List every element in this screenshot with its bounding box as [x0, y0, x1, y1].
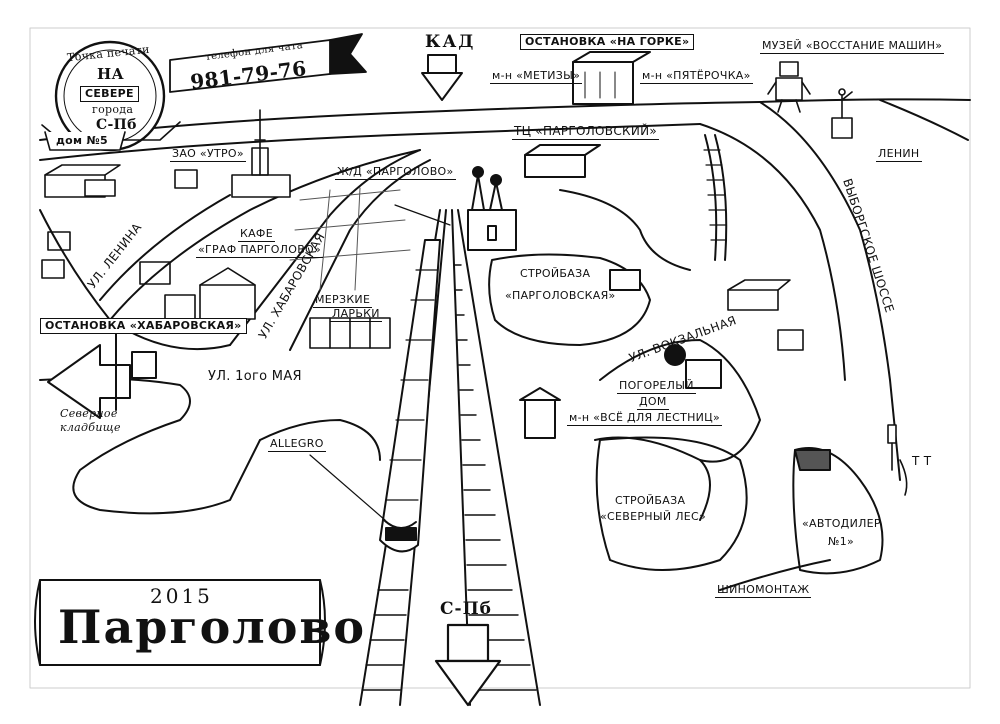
- label-metizy: м-н «МЕТИЗЫ»: [490, 69, 583, 85]
- label-stop-khabarovskaya: ОСТАНОВКА «ХАБАРОВСКАЯ»: [40, 318, 247, 335]
- church-left: [231, 109, 291, 198]
- label-tt: Т Т: [912, 454, 932, 468]
- label-station: Ж/Д «ПАРГОЛОВО»: [335, 165, 456, 181]
- houses-left: [41, 164, 198, 279]
- label-merzkie-line1: МЕРЗКИЕ: [313, 293, 373, 309]
- label-severnoe-line2: кладбище: [60, 421, 121, 434]
- cemetery-arrow: [47, 329, 157, 419]
- label-avtodiler-line1: «АВТОДИЛЕР: [802, 517, 881, 530]
- cafe-buildings: [139, 261, 256, 320]
- road-top: [39, 98, 971, 141]
- label-zao-utro: ЗАО «УТРО»: [170, 147, 246, 163]
- spb-arrow: [434, 623, 502, 707]
- railway-main-right: [451, 209, 471, 706]
- road-vyborgskoe: [759, 101, 901, 481]
- label-ul-1-maya: УЛ. 1ого МАЯ: [208, 369, 302, 384]
- label-severnoe-line1: Северное: [60, 407, 118, 420]
- label-stroybaza-sev-line2: «СЕВЕРНЫЙ ЛЕС»: [600, 510, 707, 523]
- print-shop-line4: города: [92, 103, 134, 116]
- kad-label: КАД: [425, 32, 476, 52]
- print-shop-line2: НА: [97, 65, 124, 83]
- label-lenin: ЛЕНИН: [876, 147, 922, 163]
- print-shop-line3: СЕВЕРЕ: [80, 86, 139, 103]
- label-stroybaza-parg-line1: СТРОЙБАЗА: [520, 267, 591, 280]
- kad-arrow: [421, 54, 463, 101]
- label-stop-gorka: ОСТАНОВКА «НА ГОРКЕ»: [520, 34, 695, 51]
- map-title: Парголово: [58, 600, 367, 654]
- label-stroybaza-sev-line1: СТРОЙБАЗА: [615, 494, 686, 507]
- pogorely-dom: [685, 359, 722, 389]
- road-vokzalnaya: [599, 339, 761, 463]
- church: [467, 209, 517, 251]
- spb-label: С-Пб: [440, 599, 492, 619]
- label-stroybaza-parg-line2: «ПАРГОЛОВСКАЯ»: [505, 289, 616, 302]
- label-merzkie-line2: ЛАРЬКИ: [330, 307, 382, 323]
- phone-banner: [169, 33, 367, 93]
- label-vse-dlya-lestnits: м-н «ВСЁ ДЛЯ ЛЕСТНИЦ»: [567, 411, 723, 427]
- train: [379, 239, 441, 553]
- robot-monument: [767, 61, 811, 113]
- avtodiler-plot: [792, 447, 884, 575]
- road-1-maya: [39, 377, 261, 515]
- print-shop-house: дом №5: [56, 134, 108, 147]
- print-shop-line5: С-Пб: [96, 117, 137, 133]
- label-avtodiler-line2: №1»: [828, 535, 855, 548]
- tc-pargolovsky: [524, 154, 586, 178]
- metizy-building: [572, 61, 634, 105]
- merzkie-larki-stalls: [309, 317, 391, 349]
- label-pogorely-line1: ПОГОРЕЛЫЙ: [617, 379, 696, 395]
- label-shinomontazh: ШИНОМОНТАЖ: [715, 583, 812, 599]
- label-museum: МУЗЕЙ «ВОССТАНИЕ МАШИН»: [760, 39, 945, 55]
- stroybaza-severny-les: [595, 436, 748, 571]
- railway-branch: [704, 134, 718, 261]
- watch-tower: [524, 399, 556, 439]
- label-tc-pargolovsky: ТЦ «ПАРГОЛОВСКИЙ»: [512, 124, 660, 141]
- label-allegro: ALLEGRO: [268, 437, 326, 453]
- label-cafe-line2: «ГРАФ ПАРГОЛОВО»: [196, 243, 324, 259]
- road-khabarovskaya: [229, 149, 421, 346]
- label-pogorely-line2: ДОМ: [637, 395, 669, 411]
- label-cafe-line1: КАФЕ: [238, 227, 275, 243]
- lenin-statue: [831, 88, 853, 139]
- label-pyaterochka: м-н «ПЯТЁРОЧКА»: [640, 69, 753, 85]
- title-frame: [34, 579, 326, 666]
- print-shop-stamp: [41, 40, 181, 152]
- map-year: 2015: [150, 584, 213, 608]
- stroybaza-pargolovskaya: [488, 253, 651, 346]
- traffic-light: [887, 424, 908, 496]
